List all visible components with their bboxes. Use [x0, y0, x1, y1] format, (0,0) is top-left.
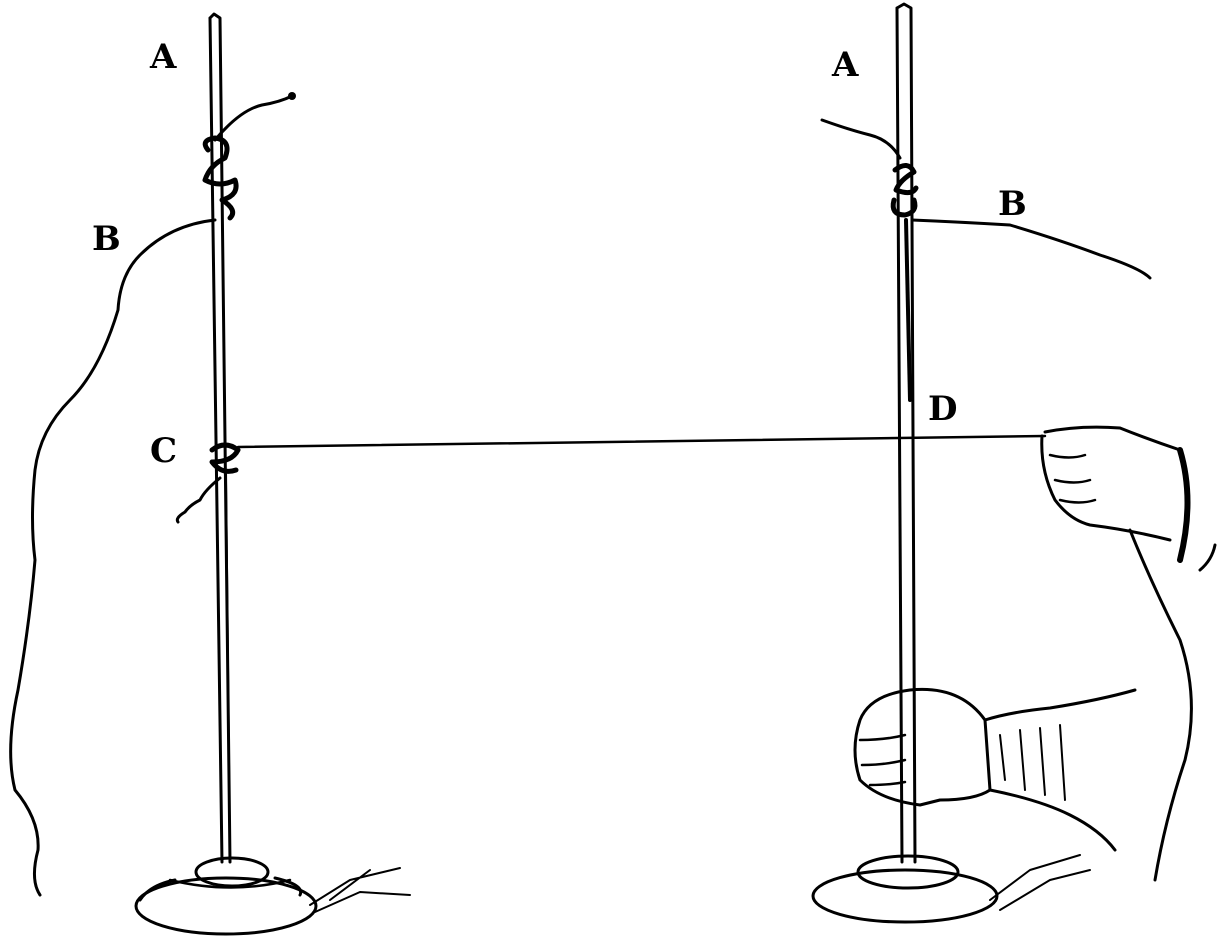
- left-rod-shadow: [225, 469, 231, 861]
- right-label-a: A: [831, 45, 859, 85]
- right-knot-top: [820, 118, 1152, 280]
- left-label-b: B: [92, 219, 121, 259]
- left-stand: A B C: [9, 12, 411, 936]
- left-string-b: [9, 218, 217, 897]
- left-knot-c: [175, 442, 241, 524]
- right-label-d: D: [928, 389, 957, 429]
- right-string-a-end: [820, 118, 902, 160]
- left-base: [134, 856, 411, 936]
- upper-cuff: [1177, 447, 1191, 563]
- upper-sleeve: [1128, 528, 1217, 882]
- left-label-a: A: [149, 37, 177, 77]
- lower-sleeve: [983, 688, 1137, 852]
- string-c-to-d: [236, 434, 1047, 449]
- left-knot-top: [202, 92, 296, 221]
- left-label-c: C: [150, 431, 177, 471]
- right-stand: A B D: [811, 2, 1217, 924]
- left-rod: [208, 12, 232, 864]
- upper-hand: [1040, 425, 1217, 882]
- lower-hand: [853, 687, 1137, 852]
- right-label-b: B: [998, 184, 1027, 224]
- left-string-a-end: [213, 94, 294, 142]
- right-rod: [895, 2, 917, 864]
- right-base: [811, 854, 1091, 924]
- right-string-b: [910, 218, 1152, 280]
